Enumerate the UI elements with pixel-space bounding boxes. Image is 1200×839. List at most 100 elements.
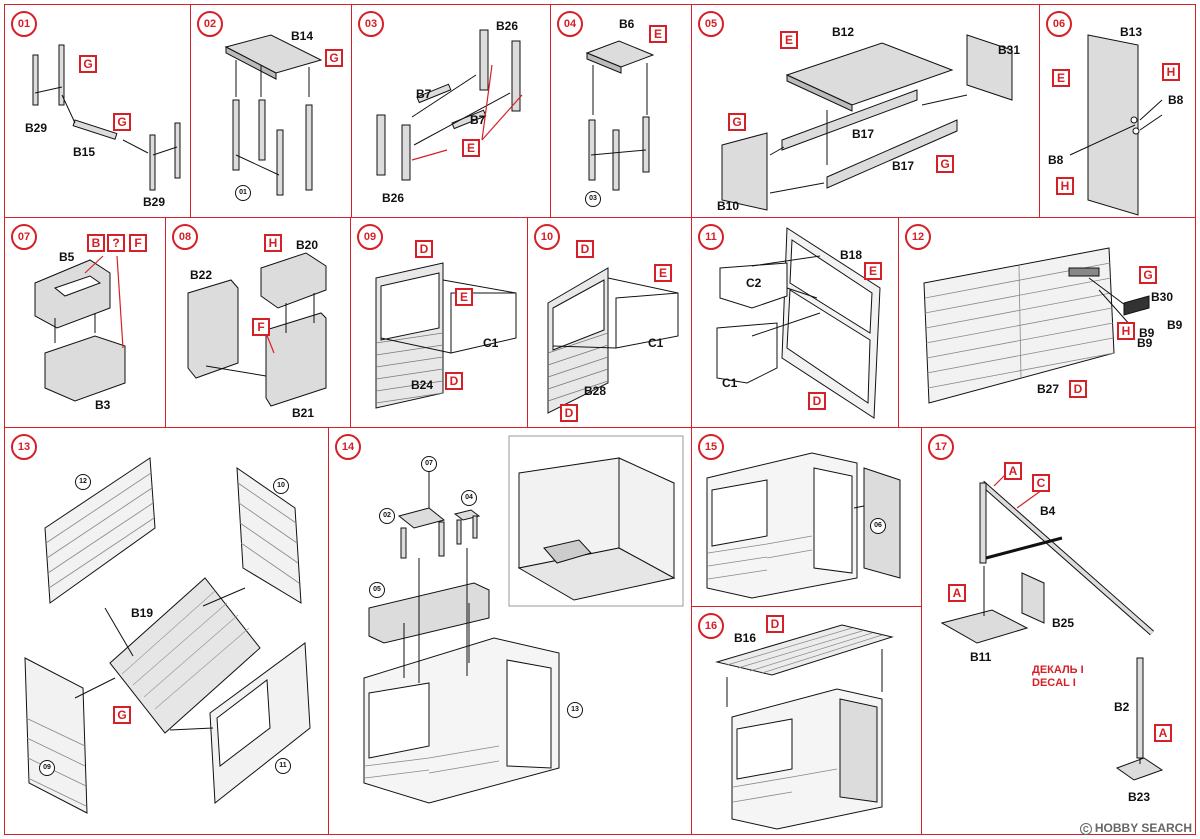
part-label: B11 — [970, 650, 992, 664]
part-label: B27 — [1037, 382, 1060, 396]
color-code-box: G — [325, 49, 343, 67]
step-panel-14: 14 07 02 04 05 13 — [328, 427, 692, 835]
step-panel-10: 10 C1 B28 D E D — [527, 217, 692, 428]
part-label: B16 — [734, 631, 757, 645]
decal-note-en: DECAL I — [1032, 677, 1076, 689]
color-code-box: ? — [107, 234, 125, 252]
part-label: B29 — [143, 195, 166, 209]
part-label: B25 — [1052, 616, 1075, 630]
step-reference: 10 — [273, 478, 289, 494]
part-label: C1 — [483, 336, 499, 350]
color-code-box: E — [864, 262, 882, 280]
part-label: B30 — [1151, 290, 1174, 304]
color-code-box: A — [1004, 462, 1022, 480]
step-number: 06 — [1046, 11, 1072, 37]
step-number: 03 — [358, 11, 384, 37]
color-code-box: D — [766, 615, 784, 633]
step-01-drawing — [32, 44, 181, 191]
step-10-drawing — [547, 267, 679, 414]
step-reference: 03 — [585, 191, 601, 207]
color-code-box: D — [576, 240, 594, 258]
part-label: B18 — [840, 248, 863, 262]
step-panel-16: 16 B16 D — [691, 606, 922, 835]
color-code-box: H — [264, 234, 282, 252]
part-label: B7 — [416, 87, 432, 101]
step-reference: 07 — [421, 456, 437, 472]
decal-note: ДЕКАЛЬ I DECAL I — [1032, 664, 1084, 690]
part-label: B8 — [1048, 153, 1064, 167]
part-label: B17 — [852, 127, 875, 141]
step-number: 04 — [557, 11, 583, 37]
color-code-box: E — [462, 139, 480, 157]
color-code-box: A — [948, 584, 966, 602]
step-number: 09 — [357, 224, 383, 250]
color-code-box: A — [1154, 724, 1172, 742]
step-06-drawing — [1069, 34, 1163, 216]
part-label: B19 — [131, 606, 154, 620]
step-number: 15 — [698, 434, 724, 460]
step-number: 05 — [698, 11, 724, 37]
step-reference: 12 — [75, 474, 91, 490]
part-label: B4 — [1040, 504, 1056, 518]
color-code-box: E — [455, 288, 473, 306]
step-11-drawing — [716, 227, 881, 419]
part-label: B22 — [190, 268, 213, 282]
step-09-drawing — [375, 262, 517, 409]
step-08-drawing — [187, 252, 327, 407]
part-label: B24 — [411, 378, 434, 392]
step-16-drawing — [715, 624, 894, 830]
step-panel-02: 02 B14 G 01 — [190, 4, 352, 218]
part-label: B15 — [73, 145, 96, 159]
part-label: B26 — [382, 191, 405, 205]
step-reference: 06 — [870, 518, 886, 534]
step-04-drawing — [585, 40, 655, 191]
step-12-drawing — [923, 247, 1150, 404]
part-label: B10 — [717, 199, 740, 213]
step-panel-06: 06 B13 B8 B8 E H H — [1039, 4, 1196, 218]
part-label: B12 — [832, 25, 855, 39]
part-label: B20 — [296, 238, 319, 252]
color-code-box: E — [654, 264, 672, 282]
part-label: B7 — [470, 113, 486, 127]
step-panel-13: 13 B19 G 12 10 09 11 — [4, 427, 329, 835]
color-code-box: H — [1117, 322, 1135, 340]
part-label: B26 — [496, 19, 519, 33]
part-label: B8 — [1168, 93, 1184, 107]
step-number: 11 — [698, 224, 724, 250]
color-code-box: H — [1162, 63, 1180, 81]
step-panel-09: 09 C1 B24 D E D — [350, 217, 528, 428]
part-label: B23 — [1128, 790, 1151, 804]
color-code-box: E — [780, 31, 798, 49]
part-label: B13 — [1120, 25, 1143, 39]
decal-note-ru: ДЕКАЛЬ I — [1032, 664, 1084, 676]
color-code-box: E — [649, 25, 667, 43]
part-label: B6 — [619, 17, 635, 31]
color-code-box: G — [936, 155, 954, 173]
step-17-drawing — [940, 467, 1164, 781]
step-14-drawing — [363, 435, 684, 804]
step-panel-07: 07 B5 B3 B ? F — [4, 217, 166, 428]
part-label: B29 — [25, 121, 48, 135]
step-panel-05: 05 B12 B31 B17 B17 B10 E G G — [691, 4, 1040, 218]
part-label: B31 — [998, 43, 1021, 57]
part-label: B9 — [1137, 336, 1153, 350]
step-reference: 01 — [235, 185, 251, 201]
step-number: 14 — [335, 434, 361, 460]
step-15-drawing — [706, 452, 901, 599]
step-number: 02 — [197, 11, 223, 37]
color-code-box: G — [1139, 266, 1157, 284]
step-number: 17 — [928, 434, 954, 460]
color-code-box: E — [1052, 69, 1070, 87]
part-label: C2 — [746, 276, 762, 290]
step-panel-15: 15 06 — [691, 427, 922, 607]
color-code-box: F — [252, 318, 270, 336]
copyright-icon: C — [1079, 823, 1092, 835]
color-code-box: D — [445, 372, 463, 390]
part-label: C1 — [648, 336, 664, 350]
step-reference: 13 — [567, 702, 583, 718]
color-code-box: D — [415, 240, 433, 258]
color-code-box: D — [808, 392, 826, 410]
step-panel-04: 04 B6 E 03 — [550, 4, 692, 218]
